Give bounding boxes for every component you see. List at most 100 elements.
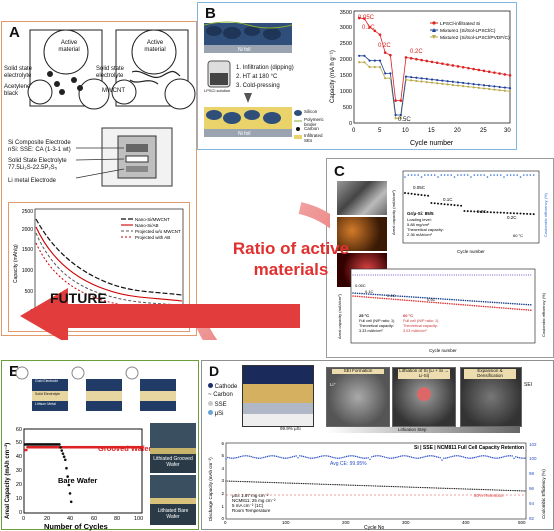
d-capacity-point xyxy=(227,480,229,482)
d-ce-point xyxy=(347,455,350,457)
c2-annot-b1: 60 °C xyxy=(403,313,413,318)
d-ce-point xyxy=(270,455,272,457)
panel-c-label: C xyxy=(331,163,348,180)
d-capacity-point xyxy=(337,484,339,486)
c2-capacity-25c xyxy=(464,299,467,302)
c1-ce-point xyxy=(417,174,419,176)
d-capacity-point xyxy=(310,483,312,485)
c1-ce-point xyxy=(499,174,502,176)
c1-series-group xyxy=(404,174,535,216)
c1-capacity-point xyxy=(476,210,479,213)
c1-annot-4: Theoretical capacity: xyxy=(407,227,444,232)
e-schematic xyxy=(15,366,176,411)
d-ce-point xyxy=(518,457,521,459)
c2-annot-a1: 25 °C xyxy=(359,313,369,318)
d-capacity-point xyxy=(387,485,389,487)
d-capacity-point xyxy=(423,487,425,489)
d-ce-point xyxy=(455,455,458,457)
c2-ce-point xyxy=(365,274,368,276)
c1-capacity-point xyxy=(466,210,469,213)
d-ce-point xyxy=(437,456,440,459)
c2-capacity-25c xyxy=(525,303,528,306)
c1-ce-point xyxy=(486,176,489,178)
c2-capacity-60c xyxy=(466,304,469,306)
c2-capacity-25c xyxy=(475,300,478,303)
d-ce-point xyxy=(261,457,263,459)
c2-capacity-25c xyxy=(462,299,465,302)
d-capacity-point xyxy=(414,486,416,488)
d-ytick: 3 xyxy=(221,478,224,483)
d-capacity-point xyxy=(319,483,321,485)
e-img-bare-label: Lithiated Bare Wafer xyxy=(157,508,189,520)
d-ce-point xyxy=(457,455,459,457)
c1-capacity-point xyxy=(450,203,453,206)
b-point-mixture1 xyxy=(394,113,397,117)
d-ce-point xyxy=(291,456,294,458)
c2-capacity-60c xyxy=(379,297,381,299)
c2-ce-point xyxy=(512,274,514,276)
d-stage-1 xyxy=(326,367,390,427)
c2-capacity-60c xyxy=(356,295,359,298)
d-ce-point xyxy=(275,455,278,458)
d-ce-point xyxy=(239,455,242,458)
b-point-infiltrated xyxy=(446,63,449,66)
d-ce-point xyxy=(344,456,346,458)
c1-ce-point xyxy=(473,174,476,176)
d-ce-point xyxy=(354,455,357,458)
d-ce-point xyxy=(234,457,236,459)
d-lithiation-arrow xyxy=(326,427,520,433)
b-rate-2: 0.1C xyxy=(362,25,375,31)
d-capacity-point xyxy=(299,482,301,485)
b-point-infiltrated xyxy=(378,33,382,36)
d-ce-point xyxy=(365,457,368,459)
d-capacity-point xyxy=(360,484,362,487)
c2-capacity-60c xyxy=(388,298,390,300)
b-point-mixture1 xyxy=(399,113,402,117)
d-capacity-point xyxy=(455,488,457,490)
c1-capacity-point xyxy=(496,211,499,214)
d-ce-point xyxy=(383,456,386,458)
d-ce-point xyxy=(308,457,310,459)
b-point-mixture1 xyxy=(503,86,506,89)
d-ce-point xyxy=(484,455,486,457)
d-ce-point xyxy=(362,457,364,459)
d-ce-point xyxy=(306,456,308,459)
d-ce-point xyxy=(372,455,375,458)
c2-ce-point xyxy=(496,274,498,276)
c1-capacity-point xyxy=(473,210,476,213)
d-ce-point xyxy=(324,455,326,457)
c2-ce-point xyxy=(469,274,471,276)
d-capacity-point xyxy=(248,481,250,483)
d-capacity-point xyxy=(439,487,441,489)
e-grooved-point xyxy=(25,448,28,452)
c2-capacity-25c xyxy=(430,297,433,300)
c2-capacity-60c xyxy=(428,301,431,303)
d-ce-point xyxy=(426,455,429,457)
c2-ce-point xyxy=(467,274,469,276)
d-ce-point xyxy=(488,455,490,458)
d-ce-point xyxy=(245,455,247,457)
e-bare-point xyxy=(61,452,65,455)
b-point-mixture1 xyxy=(436,78,439,82)
d-capacity-point xyxy=(380,485,382,487)
c2-capacity-60c xyxy=(482,305,485,308)
e-img-grooved-label: Lithiated Grooved Wafer xyxy=(153,456,193,468)
c2-capacity-60c xyxy=(469,304,471,307)
d-capacity-point xyxy=(333,484,335,486)
c2-capacity-25c xyxy=(471,300,474,302)
c2-ce-point xyxy=(435,274,437,276)
c2-ce-point xyxy=(388,274,390,276)
c1-ce-point xyxy=(404,176,406,178)
c2-ce-point xyxy=(359,274,361,276)
d-cond-4: Room Temperature xyxy=(232,508,271,513)
c2-capacity-25c xyxy=(484,301,487,303)
d-capacity-point xyxy=(351,484,353,486)
d-legend-sse: SSE xyxy=(208,401,227,409)
d-ce-point xyxy=(450,456,452,458)
d-capacity-point xyxy=(362,484,364,487)
d-capacity-point xyxy=(265,481,267,483)
c2-ce-point xyxy=(372,274,374,276)
d-ce-point xyxy=(288,457,290,459)
a-ytick: 500 xyxy=(25,289,34,295)
c2-ce-point xyxy=(417,274,419,276)
